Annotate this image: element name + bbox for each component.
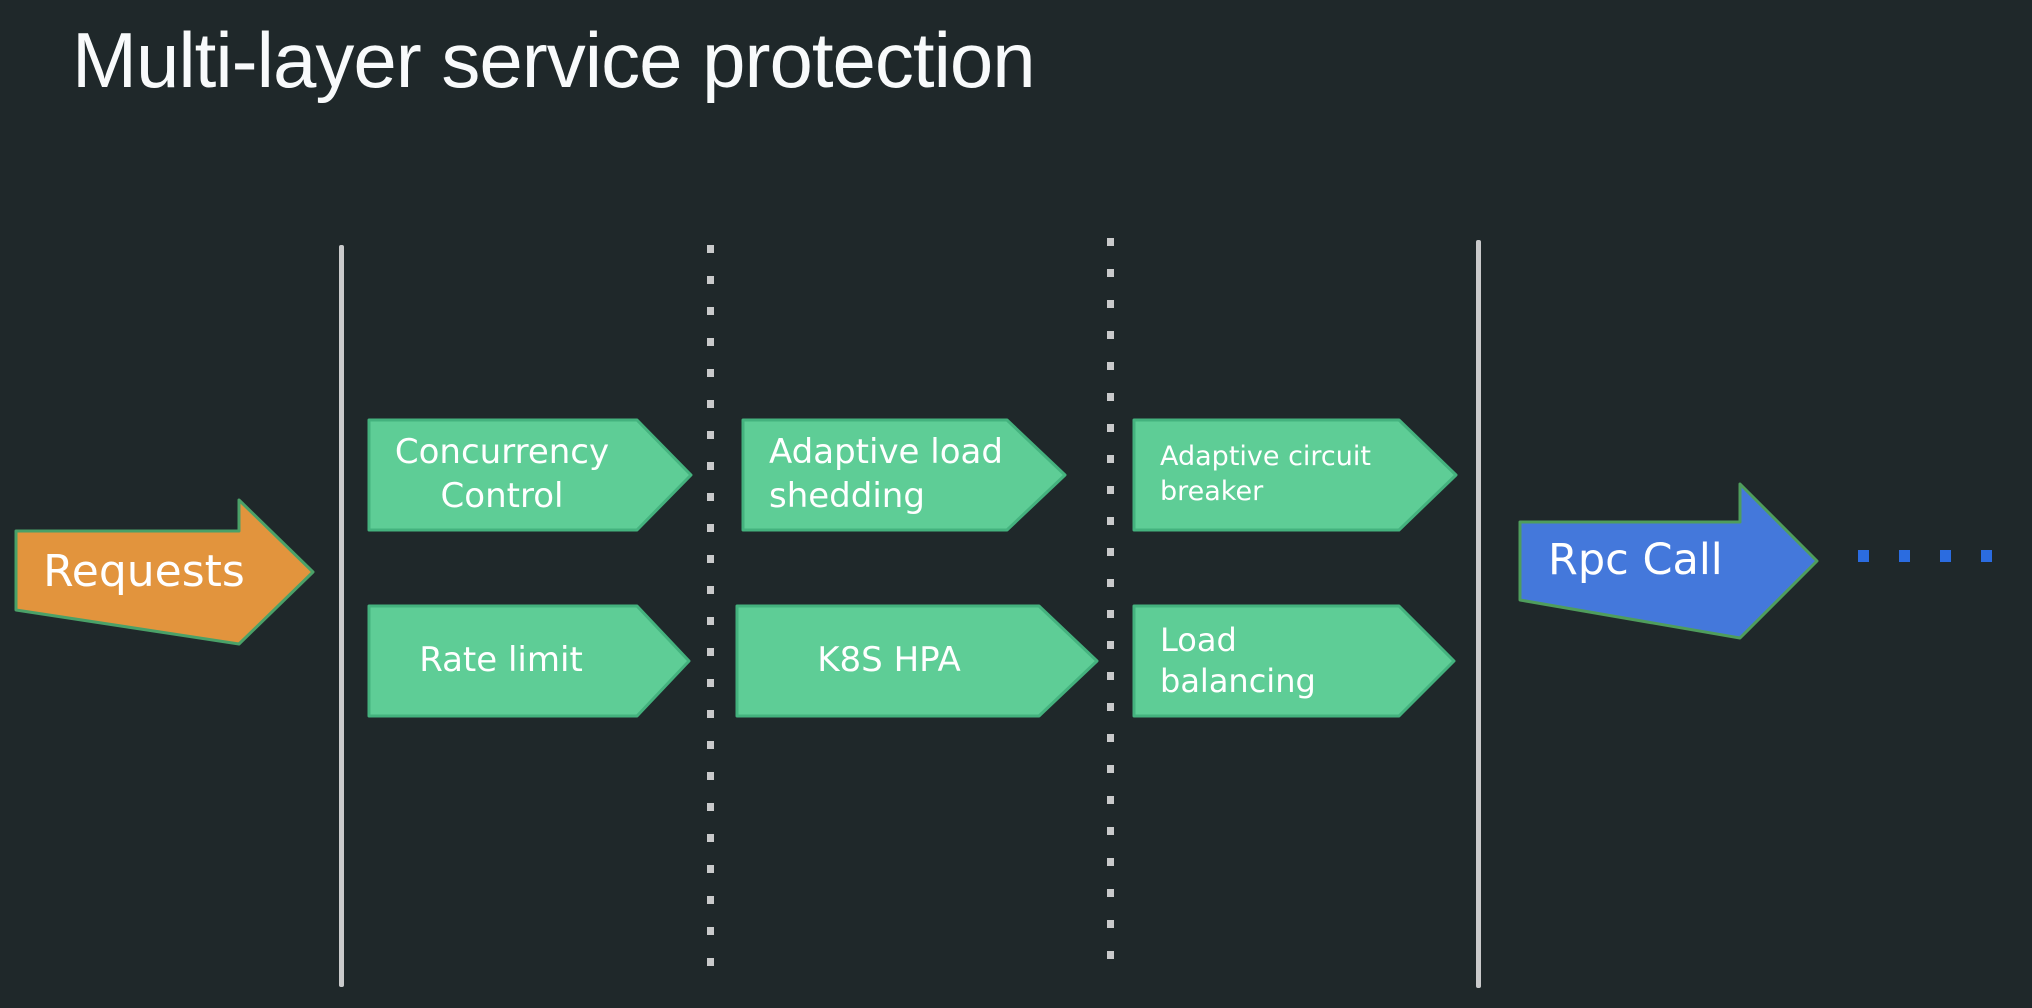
- stage-adaptive-circuit-breaker: Adaptive circuit breaker: [1132, 418, 1458, 532]
- requests-arrow: Requests: [14, 498, 316, 646]
- requests-arrow-icon: [14, 498, 315, 646]
- boundary-line-right: [1476, 240, 1481, 988]
- layer-divider-dotted-1: [707, 245, 714, 967]
- requests-label: Requests: [43, 545, 245, 597]
- rpc-call-arrow: Rpc Call: [1518, 482, 1820, 640]
- stage-concurrency-control: Concurrency Control: [367, 418, 693, 532]
- stage-adaptive-load-shedding: Adaptive load shedding: [741, 418, 1067, 532]
- stage-k8s-hpa: K8S HPA: [735, 604, 1099, 718]
- signpost-shape-icon: [367, 418, 693, 532]
- signpost-shape-icon: [367, 604, 691, 718]
- signpost-shape-icon: [741, 418, 1067, 532]
- layer-divider-dotted-2: [1107, 238, 1114, 966]
- rpc-continuation-dots-icon: [1858, 550, 2010, 562]
- signpost-shape-icon: [1132, 604, 1456, 718]
- rpc-call-label: Rpc Call: [1548, 535, 1723, 586]
- boundary-line-left: [339, 245, 344, 987]
- stage-load-balancing: Load balancing: [1132, 604, 1456, 718]
- adaptive-circuit-breaker-label: Adaptive circuit breaker: [1160, 441, 1371, 507]
- slide-title: Multi-layer service protection: [72, 16, 1036, 104]
- signpost-shape-icon: [1132, 418, 1458, 532]
- adaptive-load-shedding-label: Adaptive load shedding: [769, 432, 1003, 516]
- concurrency-control-label: Concurrency Control: [394, 432, 610, 516]
- rate-limit-label: Rate limit: [419, 640, 583, 681]
- signpost-shape-icon: [735, 604, 1099, 718]
- load-balancing-label: Load balancing: [1160, 621, 1316, 700]
- rpc-call-arrow-icon: [1518, 482, 1819, 640]
- stage-rate-limit: Rate limit: [367, 604, 691, 718]
- k8s-hpa-label: K8S HPA: [817, 640, 961, 681]
